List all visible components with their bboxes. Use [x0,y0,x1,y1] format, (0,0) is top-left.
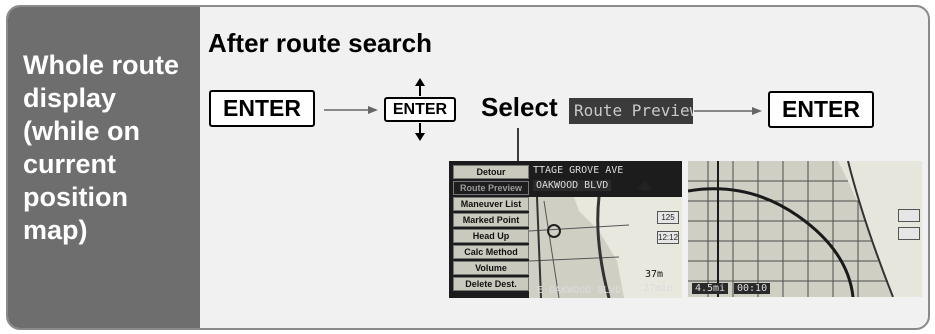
arrow-right-icon-2 [694,107,762,115]
scale-readout: 4.5mi [692,283,729,294]
street-top-1: TTAGE GROVE AVE [533,165,624,176]
nav-screen-route-menu: Detour Route Preview Maneuver List Marke… [449,161,682,298]
side-box-2 [898,227,920,240]
menu-item-head-up: Head Up [453,229,529,243]
sidebar: Whole route display (while on current po… [8,7,200,328]
enter-key-3: ENTER [768,91,874,128]
arrow-right-icon-1 [324,106,378,114]
badge-1: 125 [657,211,679,224]
compass-icon [637,181,653,191]
menu-item-delete-dest: Delete Dest. [453,277,529,291]
map-right [688,161,922,297]
badge-2: 12:12 [657,231,679,244]
street-top-2: OAKWOOD BLVD [533,180,612,191]
street-bottom: E OAKWOOD BLVD [537,285,622,296]
route-preview-chip: Route Preview [569,98,693,124]
arrow-updown-icon [415,78,425,141]
menu-item-volume: Volume [453,261,529,275]
sidebar-label: Whole route display (while on current po… [23,50,179,245]
menu-item-calc-method: Calc Method [453,245,529,259]
menu-item-detour: Detour [453,165,529,179]
menu-item-maneuver-list: Maneuver List [453,197,529,211]
section-title: After route search [208,28,432,58]
nav-screen-route-preview: 4.5mi 00:10 [688,161,922,297]
select-word: Select [481,92,558,122]
eta-readout: 27min [643,283,674,294]
dist-readout: 37m [645,269,664,280]
route-menu: Detour Route Preview Maneuver List Marke… [453,165,529,293]
menu-item-marked-point: Marked Point [453,213,529,227]
menu-item-route-preview: Route Preview [453,181,529,195]
time-readout: 00:10 [734,283,771,294]
side-box-1 [898,209,920,222]
enter-key-1: ENTER [209,90,315,127]
enter-key-2: ENTER [384,97,456,122]
